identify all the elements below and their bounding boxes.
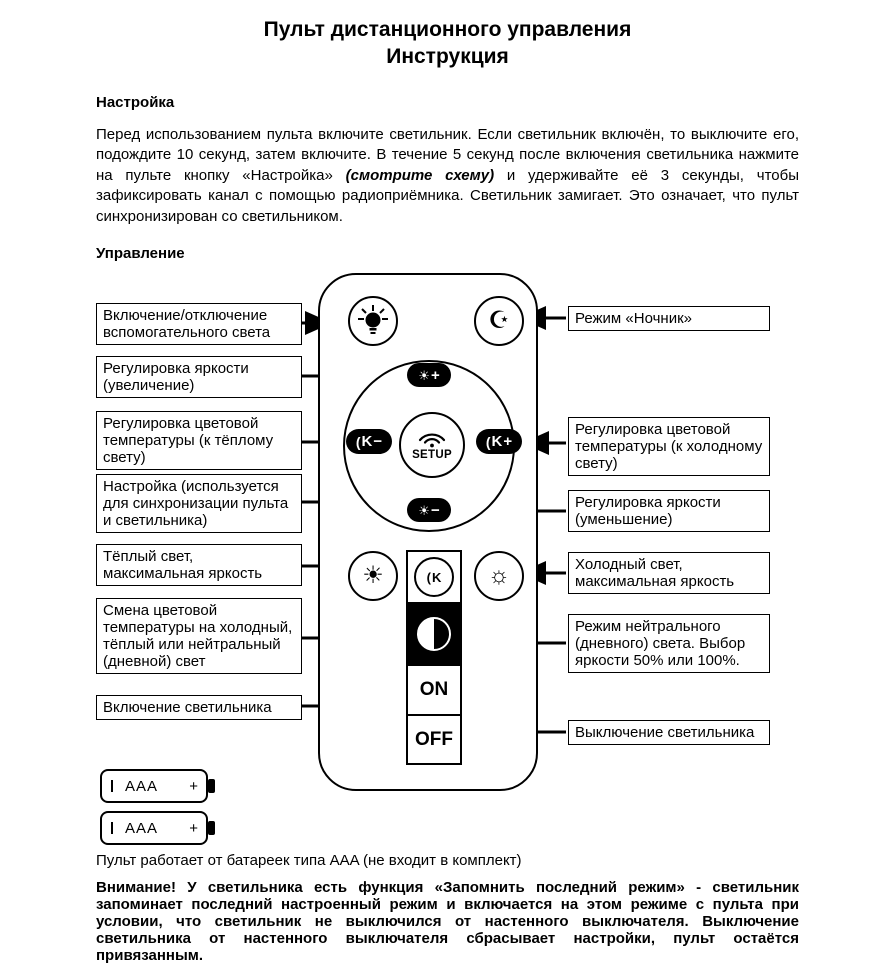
- doc-title-line2: Инструкция: [386, 45, 509, 68]
- battery-positive-nub: [208, 821, 215, 836]
- section-heading-setup: Настройка: [96, 94, 175, 111]
- aux-light-button: [348, 296, 398, 347]
- night-mode-button: ☪: [474, 296, 524, 347]
- on-button: ON: [408, 666, 460, 717]
- label-warm-light-max: Тёплый свет, максимальная яркость: [96, 544, 302, 587]
- page-footer: Пульт работает от батареек типа AAA (не …: [0, 852, 895, 964]
- label-setup-button: Настройка (используется для синхронизаци…: [96, 474, 302, 534]
- setup-paragraph: Перед использованием пульта включите све…: [96, 125, 799, 227]
- sun-filled-icon: ☀: [362, 562, 384, 590]
- battery-type-label: AAA: [125, 777, 159, 795]
- label-brightness-up: Регулировка яркости (увеличение): [96, 356, 302, 399]
- brightness-up-button: ☀+: [407, 363, 451, 388]
- minus-sign: −: [373, 433, 383, 451]
- wifi-icon: [418, 433, 446, 447]
- brightness-down-button: ☀−: [407, 498, 451, 523]
- battery-plus-label: +: [189, 777, 198, 795]
- mode-button-column: (K ON OFF: [406, 550, 462, 766]
- battery-minus-terminal: [111, 780, 113, 793]
- label-aux-light: Включение/отключение вспомогательного св…: [96, 303, 302, 346]
- warm-max-button: ☀: [348, 551, 398, 602]
- kelvin-letter: K: [431, 569, 442, 585]
- kelvin-crescent-icon: (: [355, 433, 361, 450]
- battery-aaa-1: AAA +: [100, 769, 215, 804]
- label-night-mode: Режим «Ночник»: [568, 306, 770, 332]
- label-temp-cycle: Смена цветовой температуры на холодный, …: [96, 598, 302, 675]
- sun-icon: ☀: [418, 367, 430, 383]
- label-temp-cold: Регулировка цветовой температуры (к холо…: [568, 417, 770, 477]
- kelvin-icon: (K: [414, 557, 454, 598]
- setup-paragraph-emphasis: (смотрите схему): [345, 166, 495, 184]
- label-brightness-down: Регулировка яркости (уменьшение): [568, 490, 770, 533]
- setup-button: SETUP: [399, 412, 465, 479]
- cold-max-button: ☼: [474, 551, 524, 602]
- temp-warm-button: (K−: [346, 429, 392, 455]
- plus-sign: +: [430, 366, 440, 384]
- setup-paragraph-text-1: Перед использованием пульта включите све…: [96, 126, 799, 184]
- battery-plus-label: +: [189, 819, 198, 837]
- plus-sign: +: [503, 433, 513, 451]
- label-temp-warm: Регулировка цветовой температуры (к тёпл…: [96, 411, 302, 471]
- setup-label: SETUP: [412, 448, 452, 461]
- remote-diagram: Включение/отключение вспомогательного св…: [0, 266, 895, 850]
- kelvin-letter: K: [361, 433, 373, 451]
- label-cold-light-max: Холодный свет, максимальная яркость: [568, 552, 770, 595]
- battery-positive-nub: [208, 779, 215, 794]
- label-light-off: Выключение светильника: [568, 720, 770, 746]
- battery-minus-terminal: [111, 822, 113, 835]
- minus-sign: −: [430, 501, 440, 519]
- kelvin-letter: K: [491, 433, 503, 451]
- sun-outline-icon: ☼: [488, 562, 510, 590]
- battery-aaa-2: AAA +: [100, 811, 215, 846]
- bulb-icon: [358, 305, 388, 335]
- section-heading-control: Управление: [96, 245, 185, 263]
- contrast-icon: [417, 617, 451, 652]
- temp-cold-button: (K+: [476, 429, 522, 455]
- battery-caption: Пульт работает от батареек типа AAA (не …: [96, 852, 522, 870]
- star-crescent-icon: ☪: [488, 307, 510, 335]
- battery-type-label: AAA: [125, 819, 159, 837]
- page-body: Пульт дистанционного управления Инструкц…: [0, 0, 895, 262]
- warning-paragraph: Внимание! У светильника есть функция «За…: [96, 879, 799, 965]
- sun-icon: ☀: [418, 502, 430, 518]
- setup-paragraph-text-2: и удерживайте её 3 секунды, чтобы зафикс…: [96, 166, 799, 225]
- kelvin-crescent-icon: (: [485, 433, 491, 450]
- doc-title: Пульт дистанционного управления Инструкц…: [96, 0, 799, 70]
- off-button: OFF: [415, 728, 453, 750]
- neutral-mode-button: [408, 604, 460, 667]
- kelvin-crescent-icon: (: [426, 569, 431, 585]
- doc-title-line1: Пульт дистанционного управления: [263, 18, 632, 41]
- temp-cycle-button: (K: [408, 552, 460, 605]
- label-light-on: Включение светильника: [96, 695, 302, 721]
- label-neutral-mode: Режим нейтрального (дневного) света. Выб…: [568, 614, 770, 674]
